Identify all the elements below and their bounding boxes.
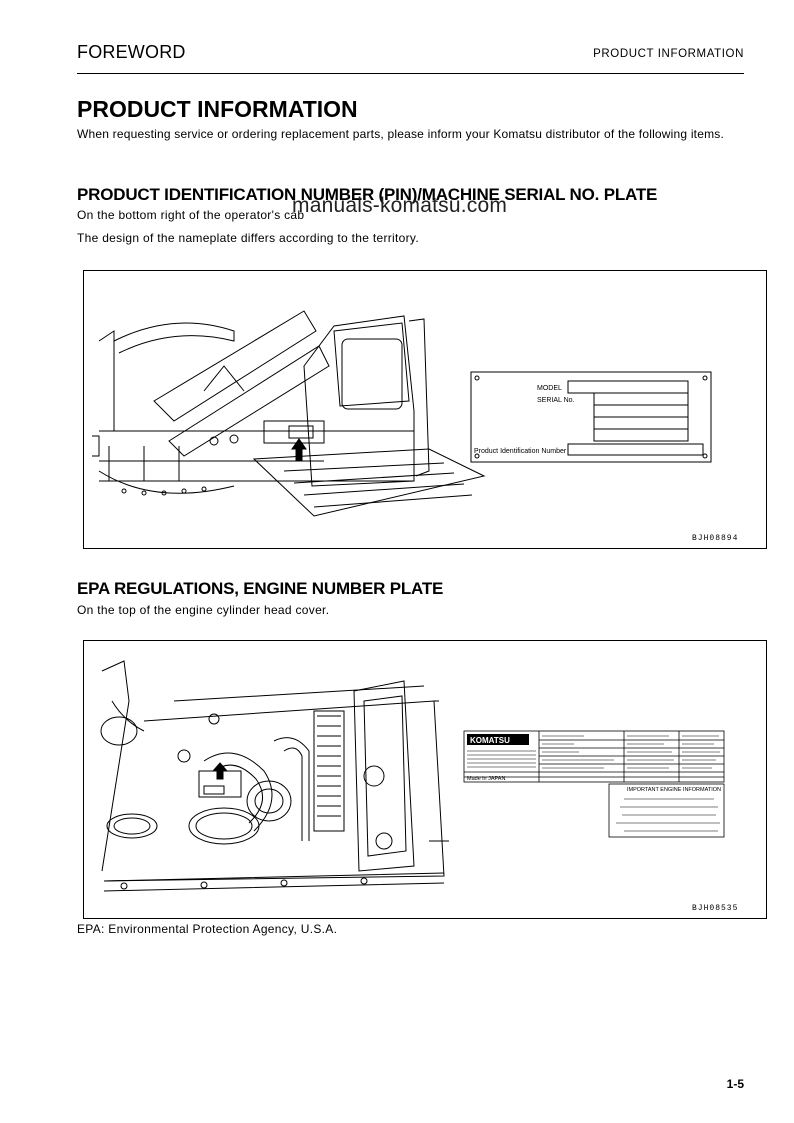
pin-section-heading: PRODUCT IDENTIFICATION NUMBER (PIN)/MACH… <box>77 185 658 204</box>
header-chapter-title: PRODUCT INFORMATION <box>593 48 744 60</box>
page-number: 1-5 <box>726 1077 744 1091</box>
epa-figure-code: BJH08535 <box>692 904 739 913</box>
engine-plate-figure: KOMATSU Made in JAPAN IMPORTANT ENGINE I… <box>83 640 767 919</box>
serial-plate-drawing <box>470 371 712 463</box>
engine-plate-drawing <box>463 730 725 838</box>
engine-plate-info-title: IMPORTANT ENGINE INFORMATION <box>627 787 721 793</box>
intro-paragraph: When requesting service or ordering repl… <box>77 127 725 141</box>
engine-plate-fine-print <box>467 735 720 832</box>
header-rule <box>77 73 744 74</box>
epa-section-heading: EPA REGULATIONS, ENGINE NUMBER PLATE <box>77 579 444 598</box>
engine-plate-made-in: Made in JAPAN <box>467 776 505 782</box>
header-section-title: FOREWORD <box>77 42 186 62</box>
watermark: manuals-komatsu.com <box>292 194 508 217</box>
engine-compartment-illustration: KOMATSU Made in JAPAN IMPORTANT ENGINE I… <box>100 660 725 892</box>
pin-location-text: On the bottom right of the operator's ca… <box>77 208 305 222</box>
pin-figure-code: BJH08894 <box>692 534 739 543</box>
plate-serial-label: SERIAL No. <box>537 397 575 404</box>
epa-location-text: On the top of the engine cylinder head c… <box>77 603 330 617</box>
machine-cab-illustration: MODEL SERIAL No. Product Identification … <box>92 310 712 517</box>
page-title: PRODUCT INFORMATION <box>77 96 358 122</box>
plate-model-label: MODEL <box>537 385 562 392</box>
epa-footnote: EPA: Environmental Protection Agency, U.… <box>77 922 338 936</box>
pin-note-text: The design of the nameplate differs acco… <box>77 231 419 245</box>
engine-plate-brand: KOMATSU <box>470 736 510 745</box>
pin-plate-figure: MODEL SERIAL No. Product Identification … <box>83 270 767 549</box>
plate-pin-label: Product Identification Number <box>474 448 567 455</box>
